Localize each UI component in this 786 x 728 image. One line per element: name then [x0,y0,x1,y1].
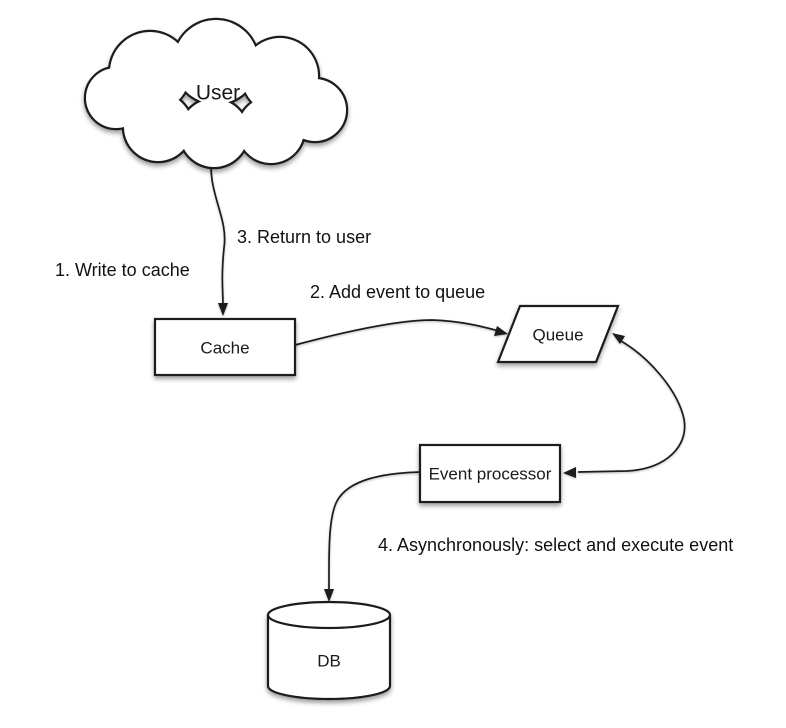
annotation-step-2: 2. Add event to queue [310,282,486,302]
annotation-step-1: 1. Write to cache [55,260,190,280]
event-processor-label: Event processor [428,464,552,484]
queue-parallelogram [496,304,620,364]
db-label: DB [317,651,341,671]
cloud-bump [180,99,248,167]
annotation-step-3: 3. Return to user [237,227,372,247]
cloud-bump [174,20,258,104]
edge-cache-queue-line [294,319,500,346]
edges-group [210,147,686,602]
edge-event-processor-db [324,471,422,602]
cache-label: Cache [200,338,250,358]
cloud-bump [86,68,146,128]
edge-cache-queue [294,319,508,346]
cloud-bump [238,97,304,163]
db-cylinder-body [266,615,392,701]
event-processor-rectangle [418,443,562,504]
edge-queue-event-processor [563,333,686,478]
edge-event-processor-db-line [328,471,422,592]
user-cloud [83,17,349,170]
db-cylinder [266,600,392,701]
shapes-group [83,17,620,701]
edge-user-cache [210,147,228,316]
user-label: User [195,81,241,105]
cache-rectangle [153,317,297,377]
edge-queue-event-processor-line [577,340,686,473]
arrowhead-into-queue-left [494,326,508,336]
arrowhead-into-cache [218,303,228,316]
edge-user-cache-line [210,147,226,306]
annotation-step-4: 4. Asynchronously: select and execute ev… [378,535,734,555]
arrowhead-into-queue-right [612,333,625,344]
db-cylinder-top [266,600,392,630]
cloud-fill [86,20,346,167]
arrowhead-into-db [324,589,334,602]
arrowhead-into-event-processor [563,467,576,478]
queue-label: Queue [532,325,584,345]
